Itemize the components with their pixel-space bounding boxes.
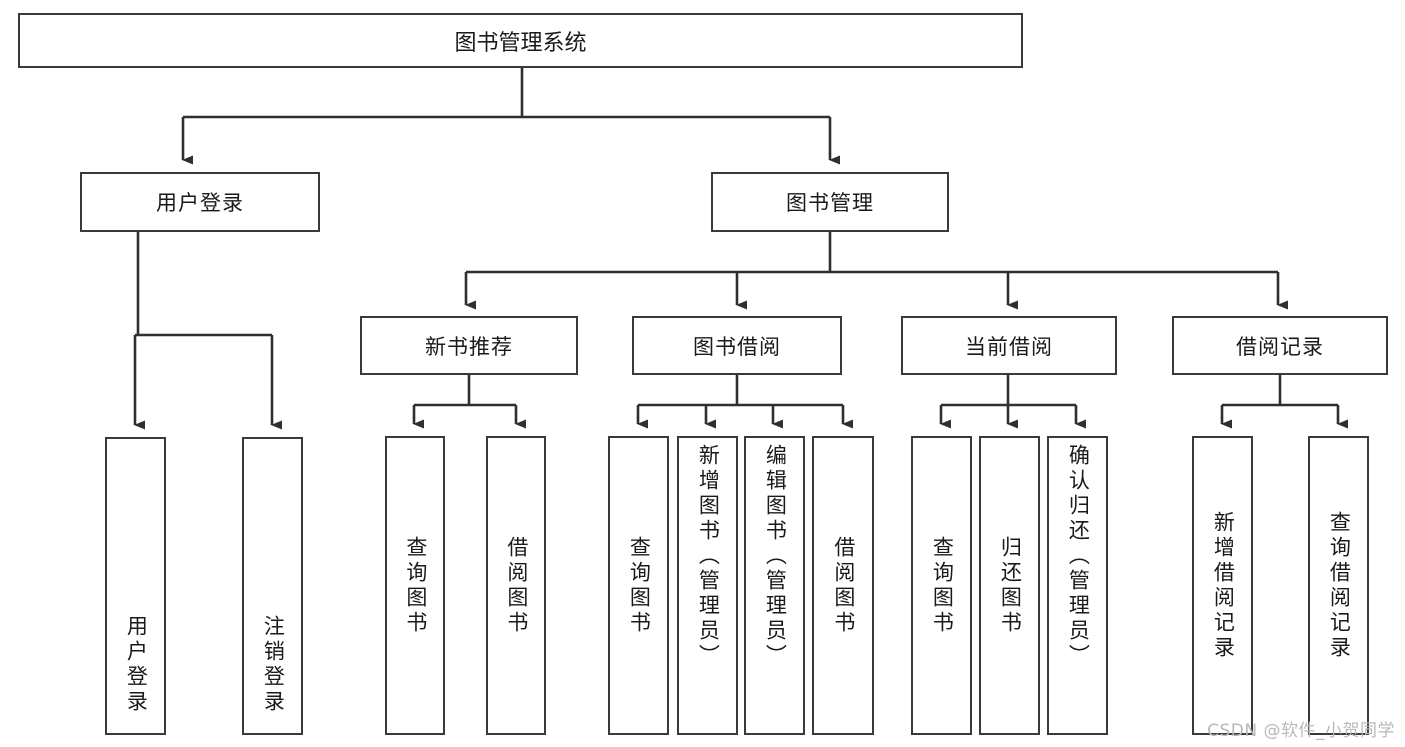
leaf-current-borrow-query[interactable]: 查询图书 <box>911 436 972 735</box>
node-user-login[interactable]: 用户登录 <box>80 172 320 232</box>
node-user-login-label: 用户登录 <box>156 191 244 215</box>
leaf-book-borrow-add[interactable]: 新增图书（管理员） <box>677 436 738 735</box>
leaf-label: 确认归还（管理员） <box>1066 444 1091 669</box>
leaf-current-borrow-return[interactable]: 归还图书 <box>979 436 1040 735</box>
leaf-label: 查询图书 <box>930 535 955 636</box>
node-book-management[interactable]: 图书管理 <box>711 172 949 232</box>
node-new-book-recommend[interactable]: 新书推荐 <box>360 316 578 375</box>
leaf-label: 新增图书（管理员） <box>696 444 721 669</box>
node-book-management-label: 图书管理 <box>786 191 874 215</box>
leaf-user-login-signin[interactable]: 用户登录 <box>105 437 166 735</box>
leaf-label: 查询图书 <box>627 535 652 636</box>
leaf-label: 注销登录 <box>261 615 286 715</box>
node-root-label: 图书管理系统 <box>454 30 587 56</box>
leaf-book-borrow-query[interactable]: 查询图书 <box>608 436 669 735</box>
node-borrow-record[interactable]: 借阅记录 <box>1172 316 1388 375</box>
node-book-borrow-label: 图书借阅 <box>693 334 781 359</box>
leaf-new-book-query[interactable]: 查询图书 <box>385 436 445 735</box>
csdn-watermark: CSDN @软件_小贺同学 <box>1207 721 1395 741</box>
leaf-label: 查询借阅记录 <box>1327 510 1352 661</box>
leaf-new-book-borrow[interactable]: 借阅图书 <box>486 436 546 735</box>
leaf-label: 借阅图书 <box>504 535 529 636</box>
leaf-label: 查询图书 <box>403 535 428 636</box>
leaf-book-borrow-lend[interactable]: 借阅图书 <box>812 436 874 735</box>
leaf-label: 编辑图书（管理员） <box>763 444 788 669</box>
node-new-book-recommend-label: 新书推荐 <box>425 334 513 359</box>
node-current-borrow[interactable]: 当前借阅 <box>901 316 1117 375</box>
leaf-borrow-record-query[interactable]: 查询借阅记录 <box>1308 436 1369 735</box>
leaf-current-borrow-confirm[interactable]: 确认归还（管理员） <box>1047 436 1108 735</box>
leaf-label: 新增借阅记录 <box>1211 510 1236 661</box>
leaf-user-login-signout[interactable]: 注销登录 <box>242 437 303 735</box>
node-borrow-record-label: 借阅记录 <box>1236 334 1324 359</box>
node-root[interactable]: 图书管理系统 <box>18 13 1023 68</box>
leaf-label: 借阅图书 <box>831 535 856 636</box>
node-current-borrow-label: 当前借阅 <box>965 334 1053 359</box>
node-book-borrow[interactable]: 图书借阅 <box>632 316 842 375</box>
leaf-borrow-record-add[interactable]: 新增借阅记录 <box>1192 436 1253 735</box>
leaf-label: 用户登录 <box>124 615 149 715</box>
leaf-book-borrow-edit[interactable]: 编辑图书（管理员） <box>744 436 805 735</box>
leaf-label: 归还图书 <box>998 535 1023 636</box>
